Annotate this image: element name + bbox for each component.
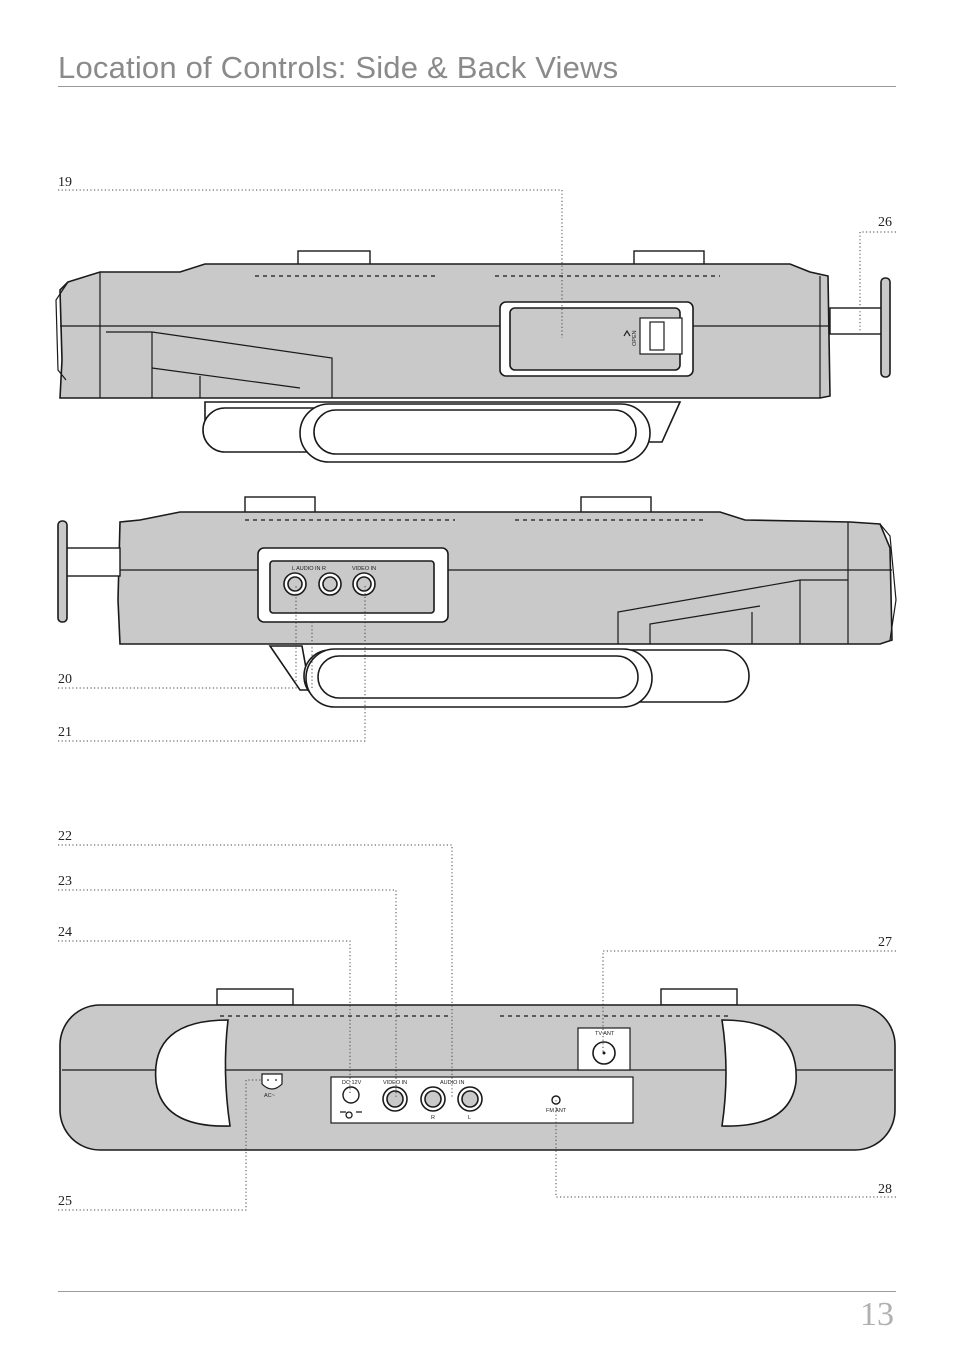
audio-l-label: L (468, 1115, 471, 1121)
callout-23: 23 (58, 874, 72, 889)
open-label: OPEN (632, 330, 638, 346)
audio-r-label: R (431, 1115, 435, 1121)
callout-28: 28 (878, 1182, 892, 1197)
title-rule (58, 86, 896, 87)
footer-rule (58, 1291, 896, 1292)
callout-24: 24 (58, 925, 72, 940)
callout-leaders (58, 189, 896, 1211)
tv-ant-jack[interactable] (592, 1041, 616, 1065)
tv-ant-label: TV ANT (595, 1031, 615, 1037)
page-title: Location of Controls: Side & Back Views (58, 50, 619, 85)
side-audio-l-jack[interactable] (283, 572, 307, 596)
side-video-in-jack[interactable] (352, 572, 376, 596)
callout-25: 25 (58, 1194, 72, 1209)
ac-socket[interactable] (261, 1073, 283, 1090)
side-view-right: OPEN (55, 250, 891, 463)
callout-19: 19 (58, 175, 72, 190)
side-audio-r-jack[interactable] (318, 572, 342, 596)
callout-26: 26 (878, 215, 892, 230)
back-video-in-label: VIDEO IN (383, 1080, 407, 1086)
callout-22: 22 (58, 829, 72, 844)
back-audio-l-jack[interactable] (457, 1086, 483, 1112)
callout-21: 21 (58, 725, 72, 740)
side-audio-in-label: L AUDIO IN R (292, 566, 326, 572)
fm-ant-jack[interactable] (551, 1095, 561, 1105)
back-view: TV ANT AC~ DC 12V VIDEO IN AUDIO IN R L … (59, 988, 896, 1151)
callout-20: 20 (58, 672, 72, 687)
back-audio-r-jack[interactable] (420, 1086, 446, 1112)
back-audio-in-label: AUDIO IN (440, 1080, 464, 1086)
callout-27: 27 (878, 935, 892, 950)
side-video-in-label: VIDEO IN (352, 566, 376, 572)
page-number: 13 (860, 1296, 894, 1333)
ac-label: AC~ (264, 1093, 275, 1099)
back-video-in-jack[interactable] (382, 1086, 408, 1112)
dc-12v-jack[interactable] (342, 1086, 360, 1104)
dc-12v-label: DC 12V (342, 1080, 362, 1086)
side-view-left: L AUDIO IN R VIDEO IN (57, 496, 897, 708)
